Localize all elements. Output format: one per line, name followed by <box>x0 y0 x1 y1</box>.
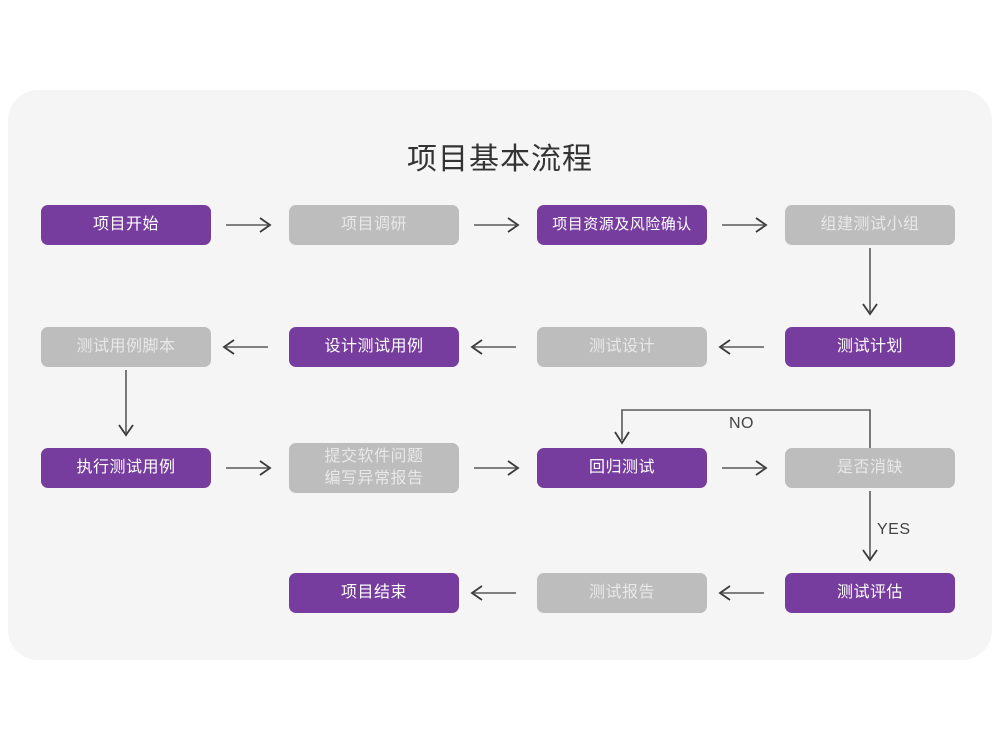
node-execute-test-case[interactable]: 执行测试用例 <box>41 448 211 488</box>
edge-label-no: NO <box>729 415 754 432</box>
node-test-case-script[interactable]: 测试用例脚本 <box>41 327 211 367</box>
node-build-test-team[interactable]: 组建测试小组 <box>785 205 955 245</box>
node-test-design[interactable]: 测试设计 <box>537 327 707 367</box>
node-project-end[interactable]: 项目结束 <box>289 573 459 613</box>
node-project-research[interactable]: 项目调研 <box>289 205 459 245</box>
page-title: 项目基本流程 <box>407 143 593 176</box>
node-resource-risk-confirm[interactable]: 项目资源及风险确认 <box>537 205 707 245</box>
node-regression-test[interactable]: 回归测试 <box>537 448 707 488</box>
node-test-evaluation[interactable]: 测试评估 <box>785 573 955 613</box>
node-test-plan[interactable]: 测试计划 <box>785 327 955 367</box>
flowchart-card <box>8 90 992 660</box>
edge-label-yes: YES <box>877 521 911 538</box>
node-defect-resolved-decision[interactable]: 是否消缺 <box>785 448 955 488</box>
node-submit-defect-report[interactable]: 提交软件问题 编写异常报告 <box>289 443 459 493</box>
node-project-start[interactable]: 项目开始 <box>41 205 211 245</box>
node-design-test-case[interactable]: 设计测试用例 <box>289 327 459 367</box>
node-test-report[interactable]: 测试报告 <box>537 573 707 613</box>
